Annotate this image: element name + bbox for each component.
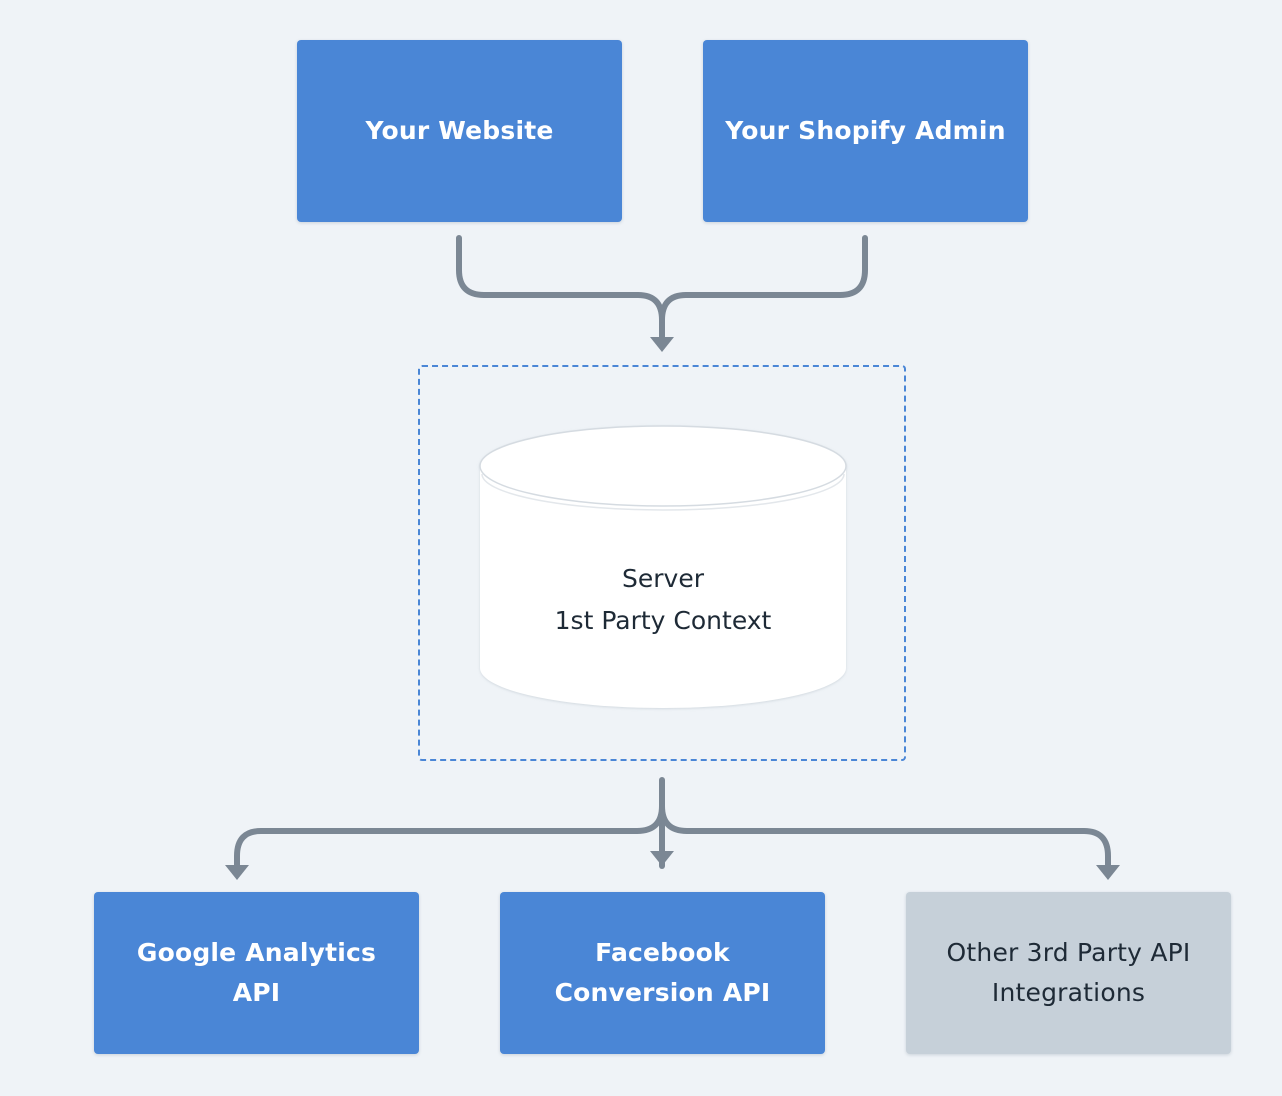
server-label: Server 1st Party Context	[480, 558, 846, 642]
arrowhead-to-server	[650, 337, 674, 352]
connector-website-to-server	[456, 235, 665, 341]
node-google-analytics-api-label: Google Analytics API	[136, 938, 377, 1007]
server-label-line2: 1st Party Context	[554, 606, 772, 635]
node-your-website: Your Website	[297, 40, 622, 222]
node-google-analytics-api: Google Analytics API	[94, 892, 419, 1054]
server-boundary	[418, 365, 906, 761]
connector-server-to-ga	[234, 803, 665, 869]
node-your-shopify-admin: Your Shopify Admin	[703, 40, 1028, 222]
node-other-3rd-party-api: Other 3rd Party API Integrations	[906, 892, 1231, 1054]
arrowhead-to-other	[1096, 865, 1120, 880]
arrowhead-to-fb	[650, 851, 674, 866]
node-facebook-conversion-api: Facebook Conversion API	[500, 892, 825, 1054]
arrowhead-to-ga	[225, 865, 249, 880]
node-other-3rd-party-api-label: Other 3rd Party API Integrations	[946, 938, 1191, 1007]
database-cylinder	[479, 425, 847, 708]
node-your-shopify-admin-label: Your Shopify Admin	[725, 116, 1006, 145]
connector-server-to-other	[659, 803, 1111, 869]
node-your-website-label: Your Website	[365, 116, 554, 145]
connector-admin-to-server	[659, 235, 868, 323]
node-facebook-conversion-api-label: Facebook Conversion API	[554, 938, 771, 1007]
server-label-line1: Server	[622, 564, 704, 593]
